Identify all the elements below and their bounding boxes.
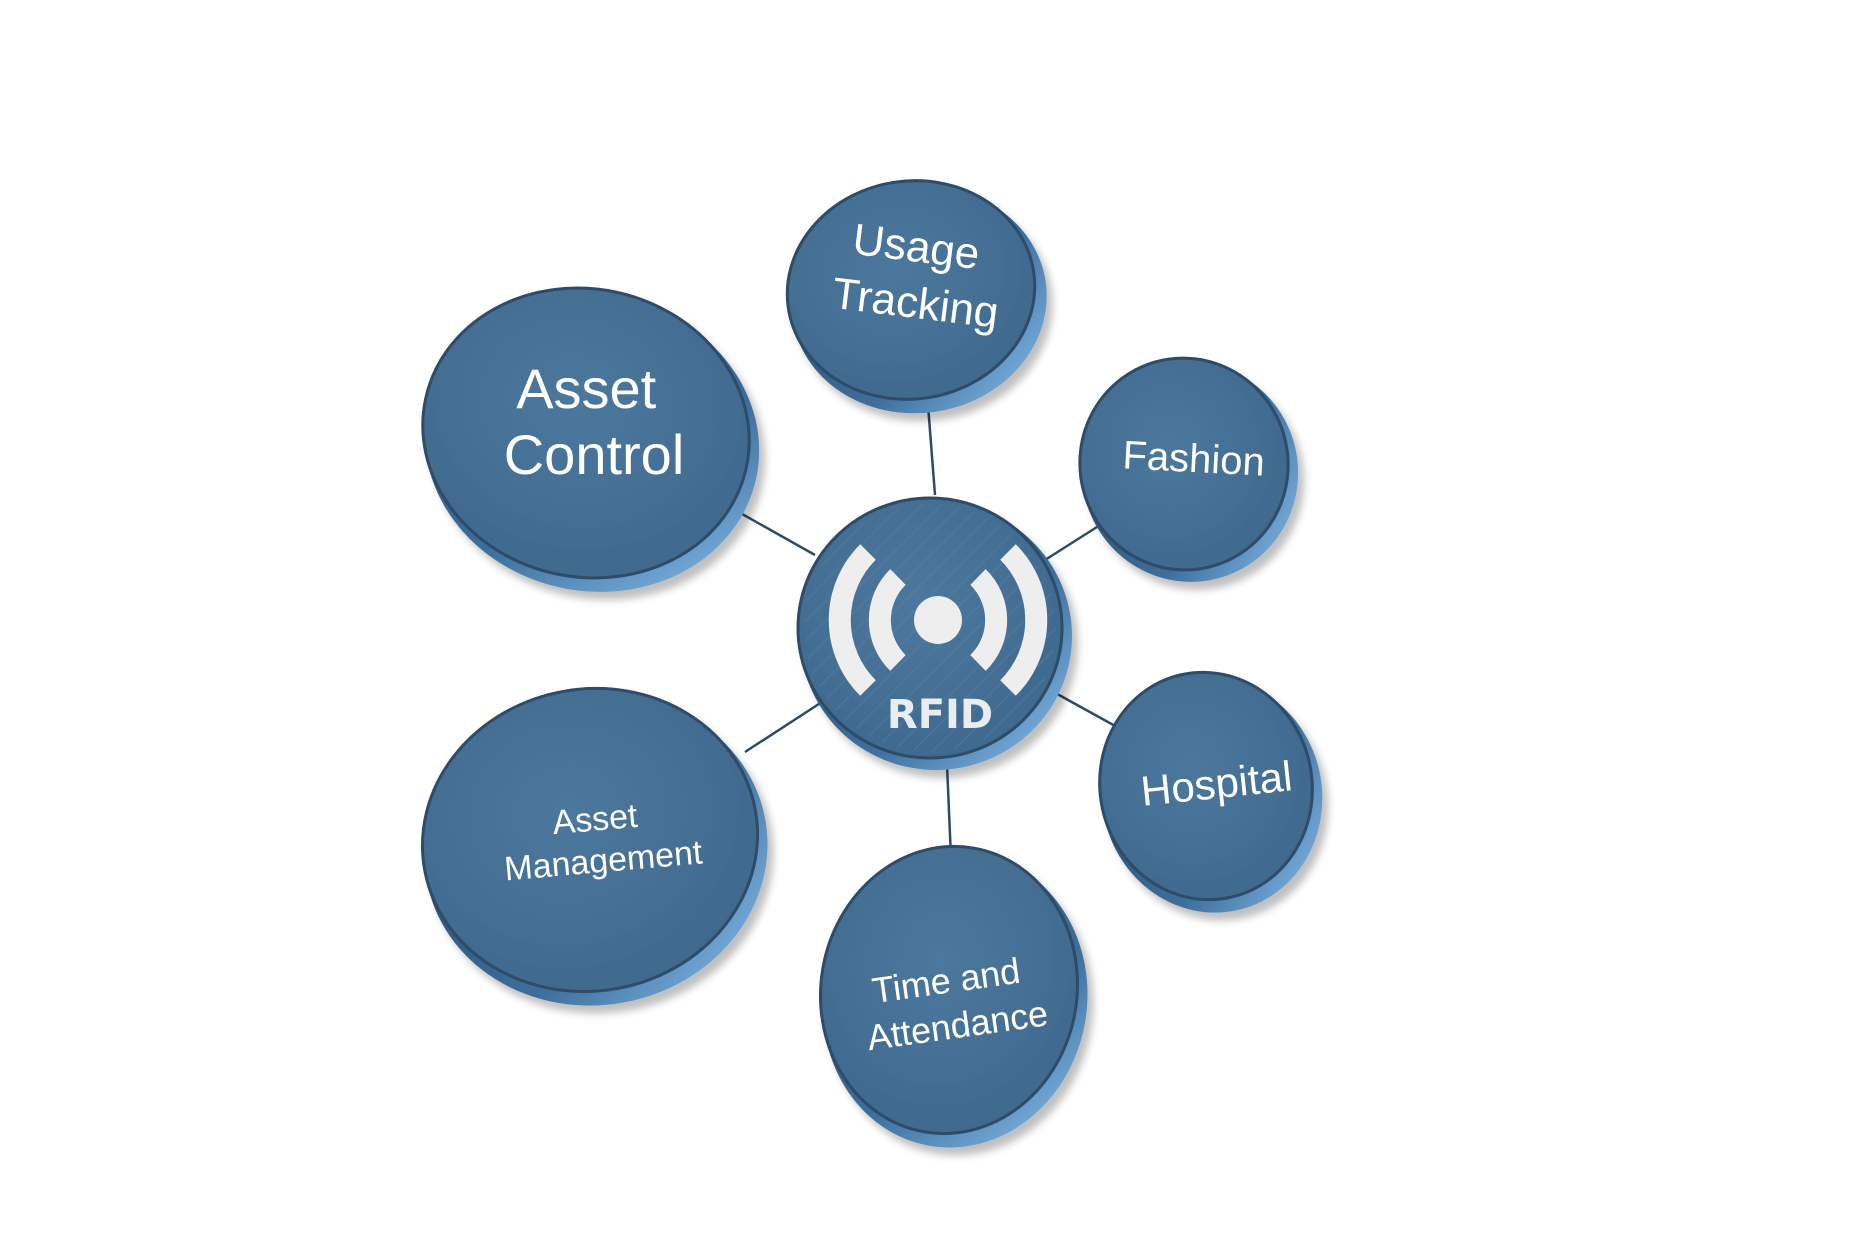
node-asset-management: Asset Management [420,686,768,1006]
node-hospital: Hospital [1098,670,1323,913]
svg-text:Asset Control: Asset Control [504,357,685,486]
node-label-line: Asset [516,357,656,420]
connector-time-and-attendance [945,764,953,859]
connector-usage-tracking [926,404,937,496]
node-fashion: Fashion [1078,356,1299,582]
node-asset-control: Asset Control [421,286,760,592]
connector-asset-management [744,698,826,754]
rfid-signal-icon [828,544,1048,696]
connector-asset-control [734,508,816,557]
rfid-hub-label: RFID [887,692,993,738]
svg-text:Fashion: Fashion [1121,433,1265,484]
node-label-line: Fashion [1121,433,1265,484]
node-time-and-attendance: Time and Attendance [818,844,1088,1148]
node-usage-tracking: Usage Tracking [785,179,1047,414]
connector-hospital [1049,688,1118,729]
node-label-line: Asset [551,797,640,842]
connector-lines [734,404,1118,859]
node-label-line: Control [504,423,685,486]
node-rfid-hub: RFID [796,496,1072,770]
